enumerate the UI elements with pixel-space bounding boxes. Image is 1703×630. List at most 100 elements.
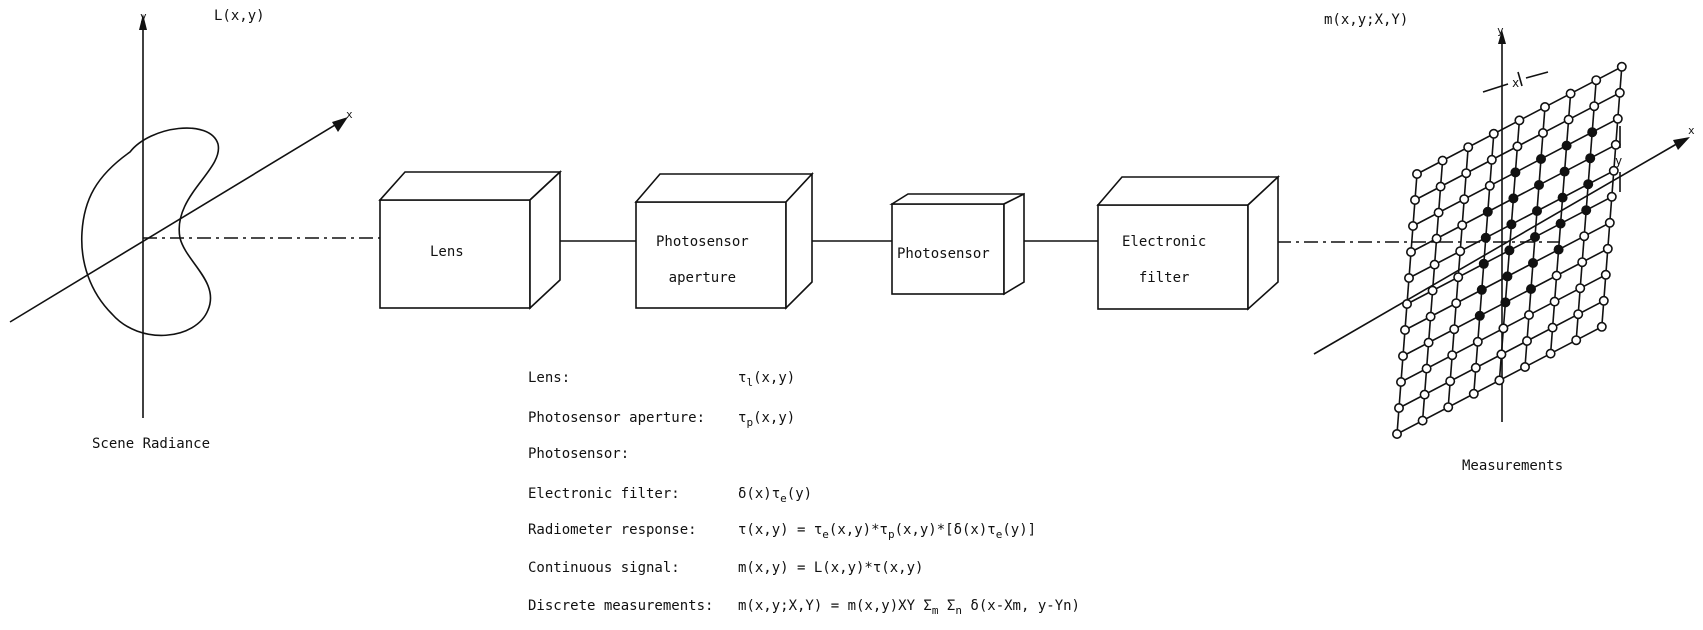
sample-point (1571, 335, 1582, 346)
sample-point (1463, 142, 1474, 153)
measurement-axis-y-label: y (1497, 24, 1504, 37)
sample-point (1608, 165, 1619, 176)
sample-point (1579, 231, 1590, 242)
scene-radiance-shape (80, 127, 220, 337)
sample-point (1433, 207, 1444, 218)
sample-point (1419, 389, 1430, 400)
sample-point (1470, 362, 1481, 373)
scene-axes (9, 14, 380, 418)
measurements-label: Measurements (1462, 458, 1564, 474)
equation-row: Continuous signal: m(x,y) = L(x,y)*τ(x,y) (528, 560, 923, 576)
equation-row: Photosensor: (528, 446, 738, 462)
sample-point (1614, 87, 1625, 98)
sample-point-filled (1559, 166, 1570, 177)
photosensor-box (889, 192, 1025, 296)
equation-row: Electronic filter:δ(x)τe(y) (528, 486, 812, 505)
aperture-label: Photosensor aperture (656, 234, 749, 286)
sample-point (1423, 337, 1434, 348)
sample-point (1412, 169, 1423, 180)
sample-point (1486, 154, 1497, 165)
sample-point (1575, 283, 1586, 294)
aperture-box (634, 171, 814, 310)
sample-point-filled (1526, 283, 1537, 294)
sample-point (1472, 336, 1483, 347)
sample-point-filled (1506, 219, 1517, 230)
sample-point (1610, 139, 1621, 150)
sample-point (1563, 114, 1574, 125)
equation-row: Discrete measurements: m(x,y;X,Y) = m(x,y… (528, 598, 1080, 617)
sample-point-filled (1478, 258, 1489, 269)
sample-point (1425, 311, 1436, 322)
grid-spacing-y-label: y (1615, 154, 1623, 168)
sample-point (1522, 335, 1533, 346)
sample-point (1400, 324, 1411, 335)
sample-point (1596, 321, 1607, 332)
sample-point (1549, 296, 1560, 307)
sample-point-filled (1530, 232, 1541, 243)
equation-expression: m(x,y) = L(x,y)*τ(x,y) (738, 560, 924, 576)
sample-point (1417, 415, 1428, 426)
lens-label: Lens (430, 244, 464, 260)
sample-point (1394, 402, 1405, 413)
sample-point (1540, 102, 1551, 113)
sample-point (1421, 363, 1432, 374)
sample-point-filled (1502, 271, 1513, 282)
sample-point (1392, 428, 1403, 439)
equation-name: Discrete measurements: (528, 598, 714, 614)
sample-point (1404, 272, 1415, 283)
sample-point-filled (1555, 218, 1566, 229)
equation-name: Continuous signal: (528, 560, 680, 576)
sample-point (1437, 155, 1448, 166)
measurement-function-label: m(x,y;X,Y) (1324, 12, 1409, 28)
sample-point-filled (1561, 140, 1572, 151)
equation-name: Photosensor aperture: (528, 410, 706, 426)
sample-point (1443, 402, 1454, 413)
sample-point (1612, 113, 1623, 124)
lens-box (378, 170, 563, 310)
sample-point (1459, 194, 1470, 205)
sample-point-filled (1587, 127, 1598, 138)
sample-point-filled (1500, 297, 1511, 308)
equation-name: Radiometer response: (528, 522, 697, 538)
equation-row: Photosensor aperture:τp(x,y) (528, 410, 795, 429)
sample-point (1445, 376, 1456, 387)
sample-point (1598, 295, 1609, 306)
sample-point (1406, 247, 1417, 258)
scene-axis-y-label: y (140, 10, 147, 23)
sample-point (1498, 323, 1509, 334)
sample-point-filled (1581, 205, 1592, 216)
sample-point (1573, 309, 1584, 320)
sample-point (1565, 88, 1576, 99)
sample-point (1453, 272, 1464, 283)
equation-expression: τ(x,y) = τe(x,y)*τp(x,y)*[δ(x)τe(y)] (738, 522, 1037, 541)
sample-point-filled (1534, 180, 1545, 191)
filter-box (1096, 175, 1281, 311)
sample-point (1602, 243, 1613, 254)
grid-spacing-x-label: x (1512, 76, 1520, 90)
equation-row: Radiometer response: τ(x,y) = τe(x,y)*τp(… (528, 522, 1036, 541)
sample-point (1551, 270, 1562, 281)
sample-point (1451, 298, 1462, 309)
sample-point (1494, 375, 1505, 386)
sample-point (1398, 350, 1409, 361)
sample-point (1512, 141, 1523, 152)
sample-point-filled (1480, 232, 1491, 243)
sample-point (1457, 220, 1468, 231)
filter-label: Electronic filter (1122, 234, 1207, 286)
equation-expression: δ(x)τe(y) (738, 486, 813, 505)
sample-point (1524, 309, 1535, 320)
sample-point (1408, 221, 1419, 232)
sample-point (1577, 257, 1588, 268)
equation-expression: m(x,y;X,Y) = m(x,y)XY Σm Σn δ(x-Xm, y-Yn… (738, 598, 1080, 617)
sample-point (1547, 322, 1558, 333)
measurement-axes (1313, 30, 1690, 422)
sample-point (1606, 191, 1617, 202)
equation-name: Photosensor: (528, 446, 630, 462)
sample-point (1410, 195, 1421, 206)
sample-point (1435, 181, 1446, 192)
sample-point (1589, 101, 1600, 112)
sample-point (1545, 348, 1556, 359)
sample-point (1604, 217, 1615, 228)
sample-point-filled (1536, 154, 1547, 165)
sample-point (1616, 61, 1627, 72)
